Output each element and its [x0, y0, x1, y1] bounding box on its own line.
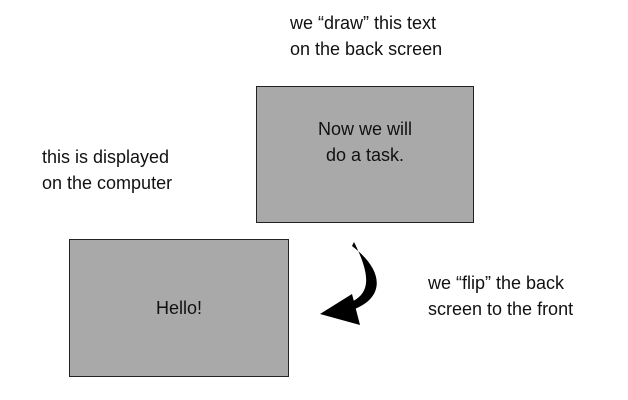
flip-caption-line-1: we “flip” the back: [428, 273, 565, 293]
front-screen: Hello!: [69, 239, 289, 377]
back-screen-caption-line-1: we “draw” this text: [290, 13, 437, 33]
flip-caption-line-2: screen to the front: [428, 299, 574, 319]
back-screen-caption-line-2: on the back screen: [290, 39, 443, 59]
back-screen-text-line-1: Now we will: [317, 119, 413, 139]
flip-arrow-body: [349, 242, 377, 310]
back-screen-caption: we “draw” this text on the back screen: [290, 10, 442, 62]
curved-flip-arrow-icon: [320, 242, 377, 325]
front-screen-text: Hello!: [155, 298, 203, 318]
flip-caption: we “flip” the back screen to the front: [428, 270, 573, 322]
computer-caption-line-2: on the computer: [42, 173, 173, 193]
computer-caption: this is displayed on the computer: [42, 144, 172, 196]
back-screen: Now we will do a task.: [256, 86, 474, 223]
flip-arrow-head: [320, 294, 360, 325]
computer-caption-line-1: this is displayed: [42, 147, 170, 167]
back-screen-text-line-2: do a task.: [325, 145, 405, 165]
